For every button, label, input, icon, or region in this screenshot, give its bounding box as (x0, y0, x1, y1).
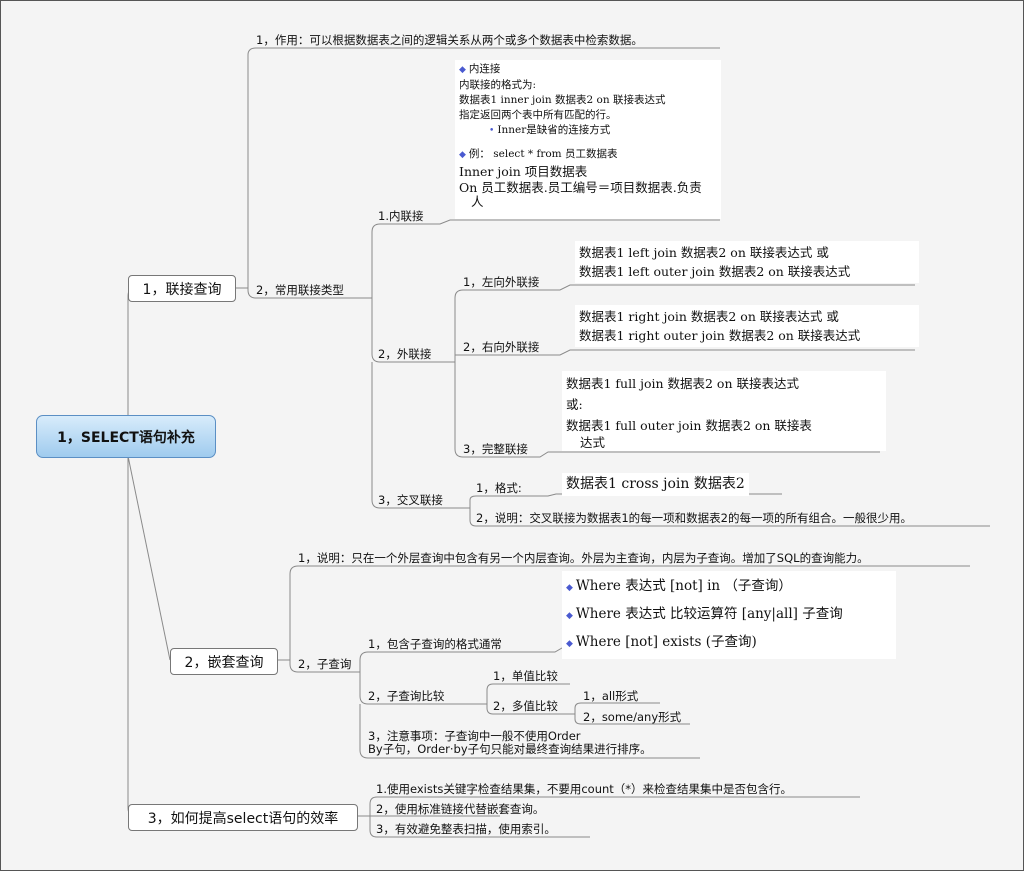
join-types[interactable]: 2，常用联接类型 (256, 283, 344, 297)
note-line: On 员工数据表.员工编号＝项目数据表.负责 (459, 180, 702, 195)
efficiency-item-2[interactable]: 2，使用标准链接代替嵌套查询。 (376, 802, 545, 816)
node-join-query[interactable]: 1，联接查询 (128, 275, 236, 302)
some-any-form[interactable]: 2，some/any形式 (583, 710, 682, 724)
nested-desc[interactable]: 1，说明：只在一个外层查询中包含有另一个内层查询。外层为主查询，内层为子查询。增… (298, 551, 869, 565)
root-node[interactable]: 1，SELECT语句补充 (36, 415, 216, 458)
syntax-line: 数据表1 right outer join 数据表2 on 联接表达式 (579, 328, 861, 343)
dot-bullet-icon: • (489, 126, 495, 136)
note-line: 指定返回两个表中所有匹配的行。 (459, 109, 617, 121)
syntax-line: 数据表1 full outer join 数据表2 on 联接表 (566, 418, 812, 433)
full-join-syntax: 数据表1 full join 数据表2 on 联接表达式 或: 数据表1 ful… (562, 371, 886, 451)
note-line: By子句，Order·by子句只能对最终查询结果进行排序。 (368, 742, 652, 756)
syntax-line: 数据表1 left outer join 数据表2 on 联接表达式 (579, 264, 851, 279)
inner-join-label[interactable]: 1.内联接 (378, 209, 424, 223)
node-label: 1，联接查询 (142, 281, 222, 298)
note-line: 例： select * from 员工数据表 (468, 148, 618, 160)
diamond-bullet-icon: ◆ (566, 583, 573, 593)
subquery-compare-label[interactable]: 2，子查询比较 (368, 689, 445, 703)
right-join-syntax: 数据表1 right join 数据表2 on 联接表达式 或 数据表1 rig… (575, 305, 919, 347)
syntax-line: Where 表达式 比较运算符 [any|all] 子查询 (575, 606, 843, 622)
join-purpose[interactable]: 1，作用：可以根据数据表之间的逻辑关系从两个或多个数据表中检索数据。 (256, 33, 643, 47)
multi-value-compare[interactable]: 2，多值比较 (493, 699, 558, 713)
all-form[interactable]: 1，all形式 (583, 689, 639, 703)
node-label: 2，嵌套查询 (184, 654, 264, 671)
diamond-bullet-icon: ◆ (566, 611, 573, 621)
subquery-format-syntax: ◆Where 表达式 [not] in （子查询） ◆Where 表达式 比较运… (562, 571, 896, 659)
inner-join-note: ◆内连接 内联接的格式为: 数据表1 inner join 数据表2 on 联接… (455, 60, 721, 219)
efficiency-item-1[interactable]: 1.使用exists关键字检查结果集，不要用count（*）来检查结果集中是否包… (376, 782, 793, 796)
note-line: 数据表1 inner join 数据表2 on 联接表达式 (459, 94, 666, 106)
subquery-label[interactable]: 2，子查询 (298, 657, 352, 671)
left-join-syntax: 数据表1 left join 数据表2 on 联接表达式 或 数据表1 left… (575, 241, 919, 283)
syntax-line: 数据表1 right join 数据表2 on 联接表达式 或 (579, 309, 839, 324)
syntax-line: Where 表达式 [not] in （子查询） (575, 578, 792, 594)
subquery-format-label[interactable]: 1，包含子查询的格式通常 (368, 637, 502, 651)
cross-format-label[interactable]: 1，格式: (476, 481, 522, 495)
diamond-bullet-icon: ◆ (459, 150, 466, 160)
note-line: Inner join 项目数据表 (459, 164, 588, 179)
note-line: 人 (471, 194, 484, 209)
right-outer-label[interactable]: 2，右向外联接 (463, 340, 540, 354)
syntax-line: Where [not] exists (子查询) (575, 634, 757, 650)
note-line: Inner是缺省的连接方式 (497, 124, 611, 136)
note-line: 内连接 (468, 63, 501, 75)
node-label: 3，如何提高select语句的效率 (147, 810, 339, 827)
note-line: 3，注意事项：子查询中一般不使用Order (368, 729, 581, 743)
syntax-line: 或: (566, 397, 583, 412)
cross-join-label[interactable]: 3，交叉联接 (378, 493, 443, 507)
node-nested-query[interactable]: 2，嵌套查询 (170, 648, 278, 675)
syntax-line: 达式 (580, 435, 606, 450)
diamond-bullet-icon: ◆ (566, 639, 573, 649)
node-efficiency[interactable]: 3，如何提高select语句的效率 (128, 804, 358, 831)
efficiency-item-3[interactable]: 3，有效避免整表扫描，使用索引。 (376, 822, 556, 836)
diamond-bullet-icon: ◆ (459, 65, 466, 75)
subquery-note[interactable]: 3，注意事项：子查询中一般不使用Order By子句，Order·by子句只能对… (368, 730, 652, 756)
root-label: 1，SELECT语句补充 (57, 429, 195, 446)
left-outer-label[interactable]: 1，左向外联接 (463, 275, 540, 289)
cross-join-syntax: 数据表1 cross join 数据表2 (562, 473, 749, 496)
cross-join-desc[interactable]: 2，说明：交叉联接为数据表1的每一项和数据表2的每一项的所有组合。一般很少用。 (476, 511, 912, 525)
outer-join-label[interactable]: 2，外联接 (378, 347, 432, 361)
full-join-label[interactable]: 3，完整联接 (463, 442, 528, 456)
single-value-compare[interactable]: 1，单值比较 (493, 669, 558, 683)
syntax-line: 数据表1 left join 数据表2 on 联接表达式 或 (579, 245, 829, 260)
note-line: 内联接的格式为: (459, 79, 537, 91)
syntax-line: 数据表1 full join 数据表2 on 联接表达式 (566, 376, 799, 391)
